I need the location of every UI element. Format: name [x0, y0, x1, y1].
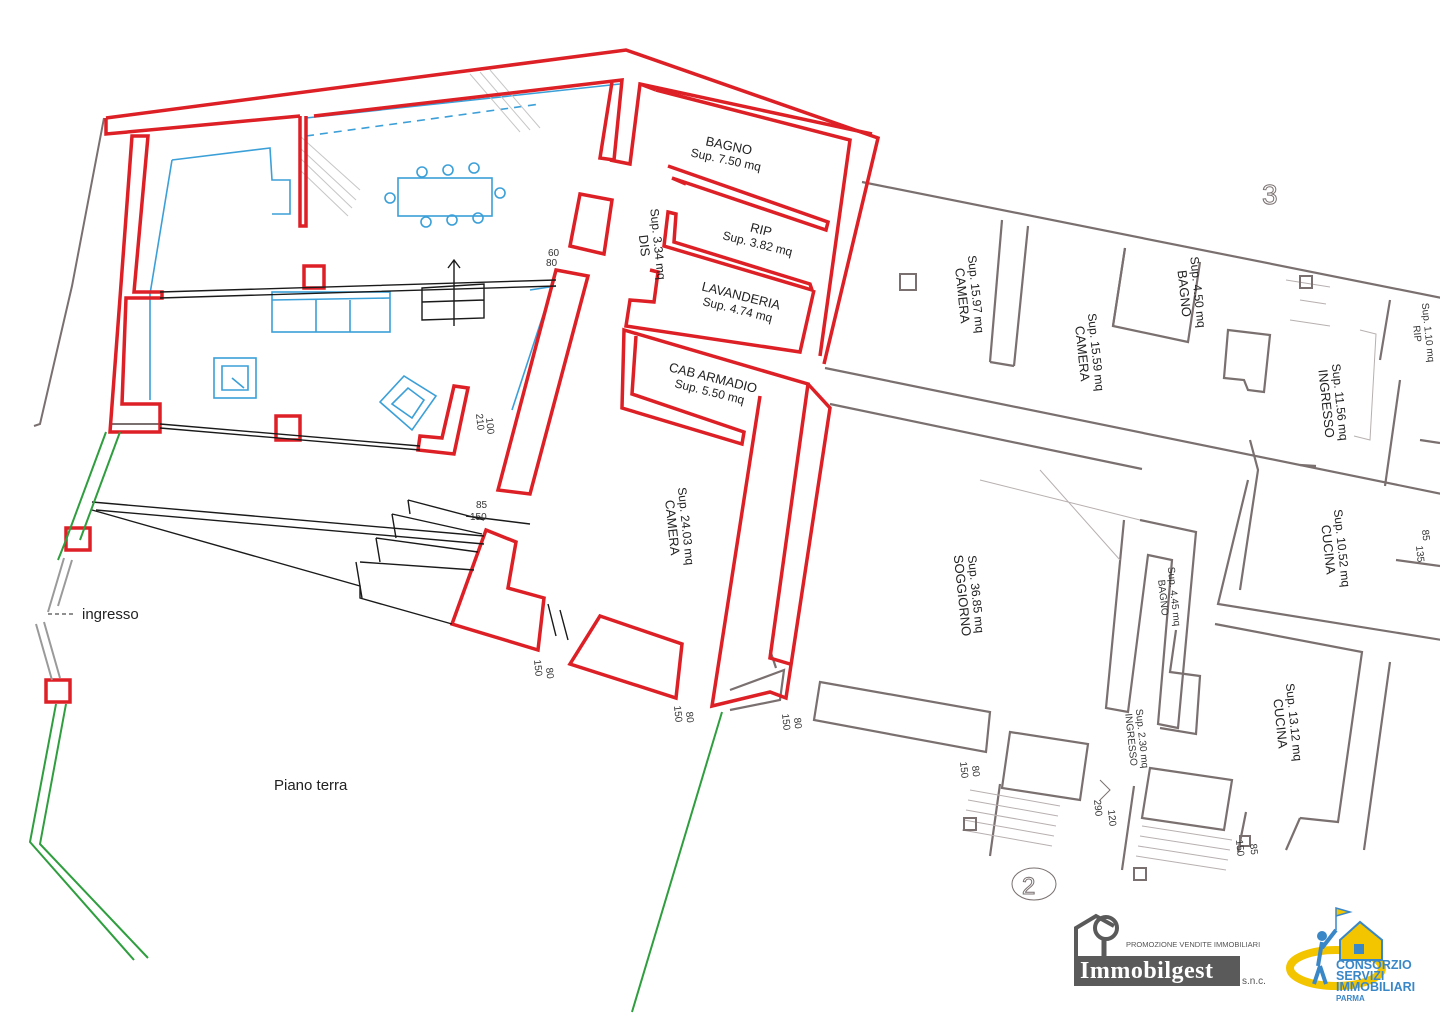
dimension: 150 [1233, 839, 1246, 857]
house-magnifier-icon [1074, 913, 1119, 958]
dimension: 100 [483, 417, 496, 435]
consorzio-logo: CONSORZIO SERVIZI IMMOBILIARI PARMA [1284, 900, 1434, 1010]
consorzio-line: IMMOBILIARI [1336, 980, 1416, 994]
new-walls [44, 48, 881, 709]
dimension: 135 [1413, 545, 1426, 563]
dimension: 120 [1105, 809, 1118, 827]
dimension: 80 [546, 258, 558, 269]
brand-tagline: PROMOZIONE VENDITE IMMOBILIARI [1126, 940, 1261, 949]
room-name: INGRESSO [1315, 369, 1337, 439]
walls-black [91, 258, 569, 641]
dimension: 150 [779, 713, 792, 731]
dimension: 150 [671, 705, 684, 723]
dimension: 80 [791, 717, 803, 730]
floor-label: Piano terra [274, 777, 348, 794]
dimension: 60 [548, 248, 560, 259]
room-name: CAMERA [952, 267, 973, 324]
consorzio-emblem-icon [1286, 907, 1386, 990]
room-name: CAMERA [662, 499, 683, 556]
immobilgest-logo: PROMOZIONE VENDITE IMMOBILIARI Immobilge… [1074, 912, 1274, 994]
room-name: RIP [1410, 325, 1423, 343]
room-name: RIP [749, 220, 774, 240]
dimension: 80 [683, 711, 695, 724]
dimension: 210 [473, 413, 486, 431]
consorzio-line: SERVIZI [1336, 969, 1385, 983]
consorzio-city: PARMA [1336, 994, 1365, 1003]
room-labels-existing: CAMERA Sup. 15.97 mq CAMERA Sup. 15.59 m… [951, 255, 1436, 769]
dimension: 80 [969, 765, 981, 778]
room-name: CAMERA [1072, 325, 1093, 382]
entrance-label: ingresso [82, 606, 139, 623]
room-name: CUCINA [1270, 698, 1290, 749]
brand-name: Immobilgest [1080, 958, 1214, 984]
consorzio-text: CONSORZIO SERVIZI IMMOBILIARI PARMA [1336, 958, 1416, 1004]
existing-walls [729, 180, 1440, 871]
sheet-mark: 3 [1262, 179, 1278, 210]
sheet-marks: 3 2 [1011, 179, 1278, 901]
gate-gray [35, 557, 73, 681]
sheet-mark: 2 [1022, 873, 1035, 900]
room-name: DIS [636, 234, 653, 257]
left-outer-wall [33, 117, 160, 427]
dimension-labels: 60 80 100 210 85 150 150 80 150 80 150 8… [470, 248, 1431, 857]
dimension: 85 [1247, 843, 1259, 856]
room-name: BAGNO [1155, 579, 1170, 616]
existing-fixtures [899, 273, 1313, 881]
dimension: 85 [1419, 529, 1431, 542]
dimension: 85 [476, 500, 488, 511]
garden-lines [299, 69, 541, 217]
existing-stairs [961, 279, 1377, 871]
garden-boundary [28, 431, 723, 1013]
brand-suffix: s.n.c. [1242, 976, 1266, 987]
consorzio-line: CONSORZIO [1336, 958, 1412, 972]
dimension: 150 [470, 512, 487, 523]
room-name: CUCINA [1318, 524, 1338, 575]
room-name: BAGNO [1175, 269, 1195, 317]
dimension: 80 [543, 667, 555, 680]
brand-plate [1074, 956, 1240, 986]
dimension: 150 [957, 761, 970, 779]
dimension: 290 [1091, 799, 1104, 817]
dimension: 150 [531, 659, 544, 677]
